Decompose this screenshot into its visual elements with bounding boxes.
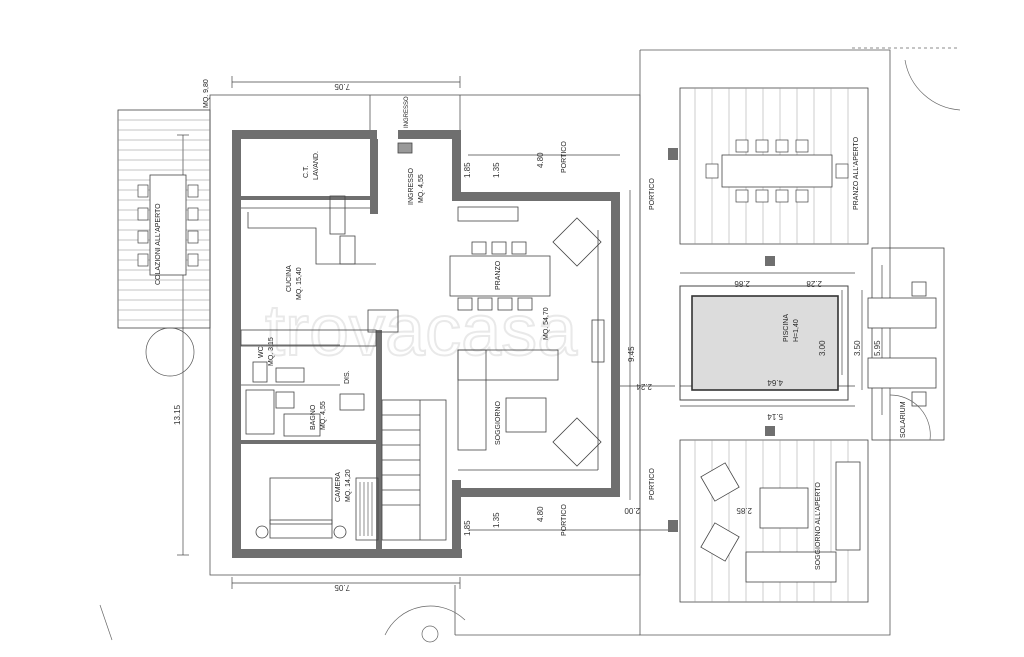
label-portico-top: PORTICO — [561, 141, 568, 173]
label-camera: CAMERA — [335, 472, 342, 502]
label-wc-area: MQ. 3,15 — [268, 337, 275, 366]
label-bagno: BAGNO — [310, 404, 317, 430]
dim-480-bottom: 4.80 — [536, 506, 545, 522]
house-walls — [232, 130, 620, 558]
label-portico-right-top: PORTICO — [649, 178, 656, 210]
label-piscina-depth: H=1,40 — [793, 319, 800, 342]
dim-945: 9.45 — [627, 346, 636, 362]
label-pranzo: PRANZO — [495, 260, 502, 290]
dim-285: 2.85 — [736, 506, 752, 515]
dim-464: 4.64 — [767, 378, 783, 387]
dimension-lines — [177, 76, 883, 589]
label-portico-bottom: PORTICO — [561, 504, 568, 536]
label-ct: C.T. — [303, 166, 310, 179]
label-ingresso-tag: INGRESSO — [404, 96, 410, 128]
dim-135-top: 1.35 — [492, 162, 501, 178]
dim-224: 2.24 — [636, 382, 652, 391]
label-soggiorno: SOGGIORNO — [495, 400, 502, 445]
label-ct-area: MQ. 9,80 — [203, 79, 210, 108]
label-wc: WC — [258, 346, 265, 358]
dim-135-bottom: 1.35 — [492, 512, 501, 528]
label-cucina: CUCINA — [286, 265, 293, 292]
label-solarium: SOLARIUM — [900, 401, 907, 438]
landscape-arcs — [99, 47, 961, 643]
label-ingresso: INGRESSO — [408, 167, 415, 205]
dim-top-width: 7.05 — [334, 82, 350, 91]
label-living-area: MQ. 54,70 — [543, 307, 550, 340]
dim-286: 2.86 — [734, 279, 750, 288]
dim-185-bottom: 1.85 — [463, 520, 472, 536]
label-cucina-area: MQ. 15,40 — [296, 267, 303, 300]
label-camera-area: MQ. 14,20 — [345, 469, 352, 502]
solarium — [867, 247, 945, 441]
label-dis: DIS. — [344, 370, 351, 384]
label-ingresso-area: MQ. 4,55 — [418, 174, 425, 203]
label-pranzo-aperto: PRANZO ALL'APERTO — [853, 136, 860, 210]
outdoor-dining — [679, 87, 869, 245]
dim-185-top: 1.85 — [463, 162, 472, 178]
label-colazioni: COLAZIONI ALL'APERTO — [155, 203, 162, 285]
dim-350: 3.50 — [853, 340, 862, 356]
dim-228: 2.28 — [806, 279, 822, 288]
dim-bottom-width: 7.05 — [334, 583, 350, 592]
dim-514: 5.14 — [767, 412, 783, 421]
label-bagno-area: MQ. 4,55 — [320, 401, 327, 430]
interior-fixtures — [240, 142, 605, 541]
dim-left-height: 13.15 — [173, 404, 182, 425]
label-portico-right-bottom: PORTICO — [649, 468, 656, 500]
room-labels: COLAZIONI ALL'APERTO MQ. 9,80 C.T. LAVAN… — [155, 79, 907, 570]
portico-posts — [668, 148, 775, 532]
dim-300: 3.00 — [818, 340, 827, 356]
label-piscina: PISCINA — [783, 314, 790, 342]
dim-595: 5.95 — [873, 340, 882, 356]
label-soggiorno-aperto: SOGGIORNO ALL'APERTO — [815, 482, 822, 570]
dimension-labels: 7.05 7.05 13.15 1.85 1.35 4.80 1.85 1.35… — [173, 82, 882, 592]
pool — [679, 285, 849, 401]
construction-lines — [209, 49, 891, 636]
dim-480-top: 4.80 — [536, 152, 545, 168]
outdoor-living — [679, 439, 869, 603]
dim-200: 2.00 — [624, 506, 640, 515]
breakfast-deck — [117, 109, 211, 377]
label-lavand: LAVAND. — [313, 151, 320, 180]
